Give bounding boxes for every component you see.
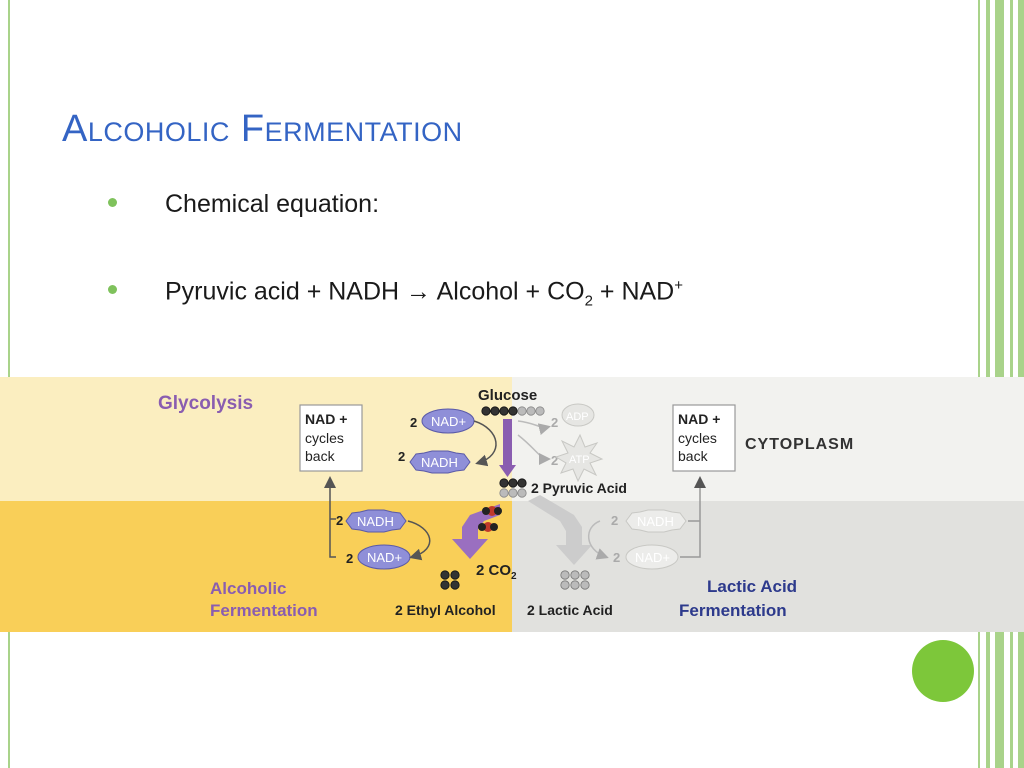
bullet-icon: [108, 285, 117, 294]
svg-text:ATP: ATP: [569, 454, 590, 466]
alcoholic-label: Alcoholic: [210, 579, 287, 598]
svg-text:NADH: NADH: [421, 455, 458, 470]
atom-dot: [499, 406, 509, 416]
lactic-label: Fermentation: [679, 601, 787, 620]
svg-text:NAD +: NAD +: [305, 411, 347, 427]
svg-text:NADH: NADH: [357, 514, 394, 529]
lactic-acid-label: 2 Lactic Acid: [527, 602, 613, 618]
svg-text:NAD+: NAD+: [367, 550, 402, 565]
atom-dot: [508, 488, 518, 498]
nadh-star: [345, 509, 407, 533]
atom-dot: [580, 580, 590, 590]
bullet-icon: [108, 198, 117, 207]
nad-cycles-box-right: NAD + cycles back: [672, 404, 736, 472]
glycolysis-label: Glycolysis: [158, 393, 253, 414]
page-title: Alcoholic Fermentation: [62, 108, 463, 150]
pyruvic-molecule: [499, 478, 527, 498]
glucose-molecule: [481, 406, 545, 416]
nadh-star: [409, 450, 471, 474]
svg-text:2: 2: [613, 550, 620, 565]
pyruvic-label: 2 Pyruvic Acid: [531, 480, 627, 496]
svg-text:NAD+: NAD+: [431, 414, 466, 429]
atom-dot: [570, 580, 580, 590]
atom-dot: [517, 488, 527, 498]
svg-text:2: 2: [551, 415, 558, 430]
svg-text:cycles: cycles: [305, 430, 344, 446]
svg-text:2: 2: [346, 551, 353, 566]
svg-text:cycles: cycles: [678, 430, 717, 446]
arrow-icon: →: [406, 277, 432, 306]
atp-star: [554, 433, 604, 483]
atom-dot: [526, 406, 536, 416]
bg-glycolysis: [0, 377, 512, 501]
atom-dot: [440, 580, 450, 590]
ethyl-alcohol-label: 2 Ethyl Alcohol: [395, 602, 496, 618]
glycolysis-arrow: [503, 419, 512, 467]
adp-oval: [561, 403, 595, 427]
svg-text:NAD +: NAD +: [678, 411, 720, 427]
nad-plus-oval: [625, 544, 679, 570]
svg-text:ADP: ADP: [566, 411, 589, 423]
atom-dot: [440, 570, 450, 580]
fermentation-diagram: Glycolysis CYTOPLASM Alcoholic Fermentat…: [0, 377, 1024, 632]
atom-dot: [499, 478, 509, 488]
decorative-circle: [912, 640, 974, 702]
bg-right-top: [512, 377, 1024, 501]
lactic-arrow: [528, 495, 592, 565]
svg-text:NAD+: NAD+: [635, 550, 670, 565]
atom-dot: [499, 488, 509, 498]
atom-dot: [560, 570, 570, 580]
svg-text:2: 2: [336, 513, 343, 528]
equation-text: Pyruvic acid + NADH → Alcohol + CO2 + NA…: [165, 277, 683, 310]
nad-cycles-box-left: NAD + cycles back: [299, 404, 363, 472]
svg-text:2: 2: [398, 449, 405, 464]
svg-text:2: 2: [410, 415, 417, 430]
atom-dot: [517, 406, 527, 416]
svg-text:back: back: [678, 448, 709, 464]
svg-text:NADH: NADH: [637, 514, 674, 529]
alcoholic-arrow: [452, 504, 500, 559]
svg-text:back: back: [305, 448, 336, 464]
glucose-label: Glucose: [478, 387, 537, 404]
alcoholic-label: Fermentation: [210, 601, 318, 620]
atom-dot: [450, 570, 460, 580]
svg-text:2: 2: [551, 453, 558, 468]
atom-dot: [450, 580, 460, 590]
cytoplasm-label: CYTOPLASM: [745, 436, 854, 453]
lactic-label: Lactic Acid: [707, 577, 797, 596]
atom-dot: [535, 406, 545, 416]
atom-dot: [580, 570, 590, 580]
atom-dot: [508, 406, 518, 416]
atom-dot: [517, 478, 527, 488]
bullet-text: Chemical equation:: [165, 190, 380, 218]
atom-dot: [560, 580, 570, 590]
atom-dot: [490, 406, 500, 416]
atom-dot: [481, 406, 491, 416]
ethyl-alcohol-molecule: [440, 570, 460, 590]
co2-label: 2 CO2: [476, 562, 517, 582]
atom-dot: [570, 570, 580, 580]
bg-alcoholic: [0, 501, 512, 632]
nadh-star: [625, 509, 687, 533]
lactic-acid-molecule: [560, 570, 590, 590]
atom-dot: [508, 478, 518, 488]
svg-text:2: 2: [611, 513, 618, 528]
